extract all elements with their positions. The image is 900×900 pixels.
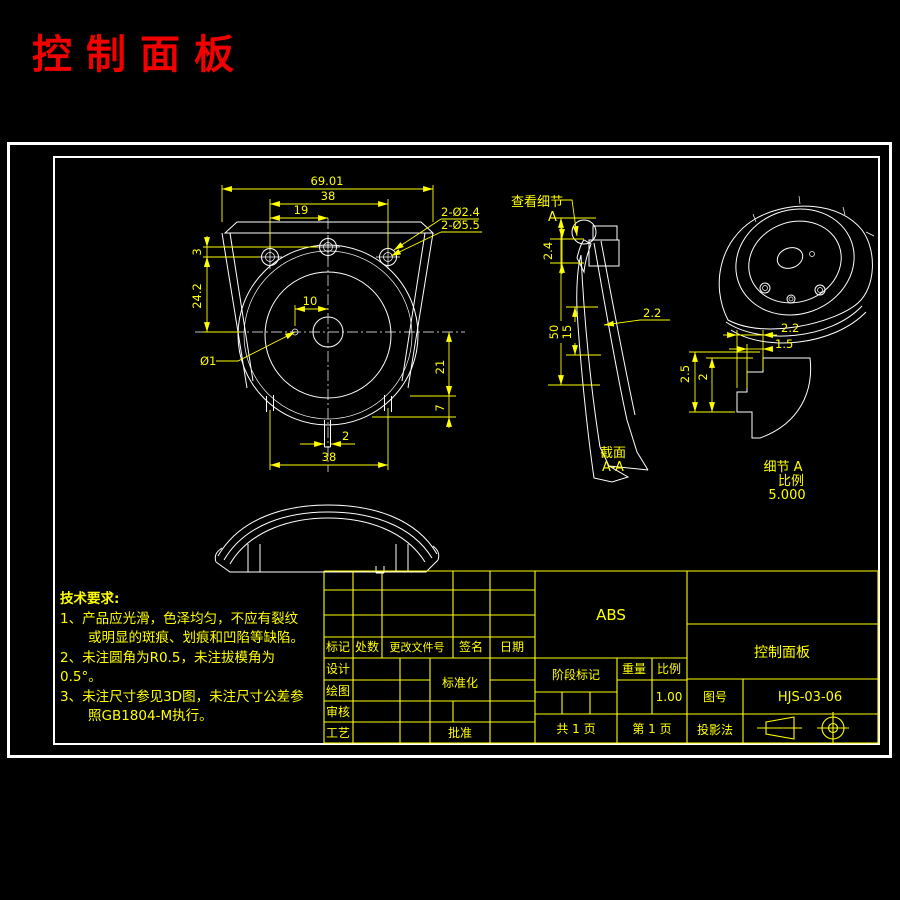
tb-drawing-no: HJS-03-06	[778, 690, 842, 705]
tb-material: ABS	[596, 606, 626, 624]
dim-10: 10	[303, 294, 318, 308]
tb-row-design: 设计	[326, 662, 350, 676]
tech-req-line: 0.5°。	[60, 669, 102, 685]
detail-callout-letter: A	[548, 210, 557, 225]
callout-small-holes: 2-Ø2.4	[441, 205, 480, 219]
tb-projection-label: 投影法	[697, 722, 733, 737]
tb-weight-label: 重量	[622, 662, 646, 676]
detail-dim-1-5: 1.5	[775, 337, 793, 351]
tb-header-change-doc: 更改文件号	[390, 640, 445, 654]
detail-a-label: 细节 A	[763, 460, 802, 475]
technical-requirements: 技术要求: 1、产品应光滑，色泽均匀，不应有裂纹 或明显的斑痕、划痕和凹陷等缺陷…	[60, 590, 340, 727]
section-sublabel: A-A	[602, 460, 624, 475]
detail-callout-text: 查看细节	[511, 194, 563, 210]
section-view-dimensions: 查看细节 A 2.4 50 15 2.2 截面 A-A	[511, 194, 670, 475]
tech-req-line: 2、未注圆角为R0.5，未注拔模角为	[60, 649, 275, 666]
tech-req-line: 或明显的斑痕、划痕和凹陷等缺陷。	[88, 630, 304, 646]
detail-dim-2-5: 2.5	[678, 365, 692, 383]
front-view-dimensions: 69.01 38 19 3 24.2 10 Ø1 21 7 2 38 2-Ø2.	[190, 174, 482, 470]
tb-header-signature: 签名	[459, 639, 483, 654]
dim-24-2: 24.2	[190, 283, 204, 309]
section-dim-wall: 2.2	[643, 306, 661, 320]
tb-scale-value: 1.00	[656, 690, 683, 704]
tech-req-line: 1、产品应光滑，色泽均匀，不应有裂纹	[60, 610, 299, 627]
section-dim-outer: 50	[547, 325, 561, 340]
dim-dia-1: Ø1	[200, 354, 216, 368]
tb-header-count: 处数	[355, 639, 379, 654]
dim-21: 21	[433, 360, 447, 375]
section-view-geometry	[571, 219, 649, 483]
tb-row-draw: 绘图	[326, 683, 350, 698]
detail-dim-2: 2	[696, 373, 710, 380]
front-view-geometry	[195, 218, 465, 472]
dim-7: 7	[433, 404, 447, 411]
page-title: 控制面板	[32, 32, 248, 78]
drawing-inner-frame	[53, 156, 880, 745]
detail-a-scale-label: 比例	[778, 474, 804, 489]
title-block: 标记 处数 更改文件号 签名 日期 设计 绘图 审核 工艺 标准化 批准 ABS…	[323, 570, 879, 744]
tb-page-no: 第 1 页	[632, 722, 671, 736]
tb-row-check: 审核	[326, 704, 350, 719]
tb-approve: 批准	[448, 725, 472, 740]
tech-req-line: 3、未注尺寸参见3D图，未注尺寸公差参	[60, 688, 304, 705]
tb-part-name: 控制面板	[754, 645, 810, 661]
drawing-outer-frame	[7, 142, 892, 758]
section-dim-top: 2.4	[541, 242, 555, 260]
detail-dim-2-2: 2.2	[781, 321, 799, 335]
projection-symbol	[757, 712, 849, 744]
tech-req-heading: 技术要求:	[60, 591, 120, 607]
dim-38-top: 38	[321, 189, 336, 203]
dim-38-bottom: 38	[322, 450, 337, 464]
section-dim-inner: 15	[560, 325, 574, 340]
tb-stage-label: 阶段标记	[552, 667, 600, 682]
detail-a-scale-value: 5.000	[768, 488, 805, 503]
tb-scale-label: 比例	[657, 662, 681, 676]
tech-req-line: 照GB1804-M执行。	[88, 708, 213, 724]
section-label: 截面	[600, 446, 626, 461]
dim-69-01: 69.01	[311, 174, 344, 188]
dim-3: 3	[190, 248, 204, 255]
callout-large-holes: 2-Ø5.5	[441, 218, 480, 232]
tb-drawing-no-label: 图号	[703, 690, 727, 704]
tb-row-process: 工艺	[326, 726, 350, 740]
tb-header-mark: 标记	[326, 640, 350, 654]
detail-a-dimensions: 2.2 1.5 2.5 2 细节 A 比例 5.000	[678, 321, 806, 503]
bottom-view-geometry	[214, 504, 440, 574]
back-view-geometry	[718, 195, 875, 344]
tb-standardization: 标准化	[442, 676, 478, 690]
detail-a-geometry	[736, 357, 812, 439]
dim-19: 19	[294, 203, 309, 217]
tb-header-date: 日期	[500, 640, 524, 654]
dim-2-bottom: 2	[342, 429, 349, 443]
tb-total-pages: 共 1 页	[556, 722, 595, 736]
